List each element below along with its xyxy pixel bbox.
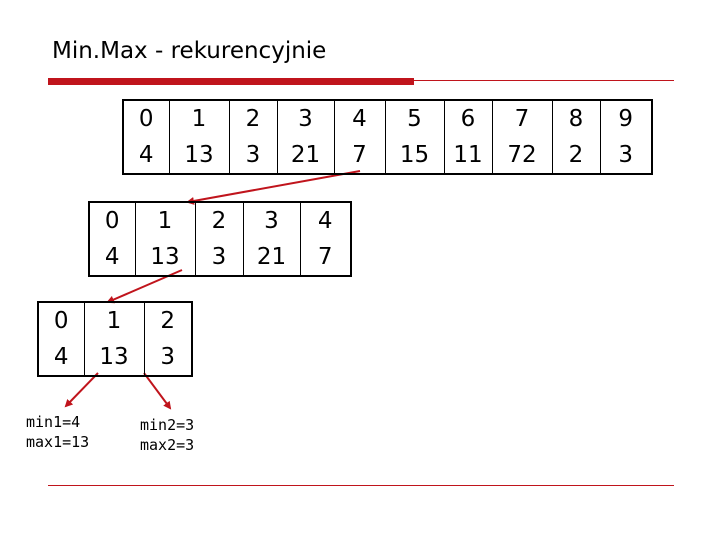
index-cell: 0 xyxy=(88,202,136,239)
value-cell: 3 xyxy=(228,137,278,174)
value-cell: 3 xyxy=(194,239,244,276)
result-min: min2=3 xyxy=(140,416,195,434)
array-left-quarter: 0 1 2 4 13 3 xyxy=(37,301,193,377)
value-cell: 72 xyxy=(491,137,553,174)
index-cell: 3 xyxy=(242,202,301,239)
index-cell: 4 xyxy=(299,202,352,239)
value-cell: 13 xyxy=(168,137,230,174)
value-cell: 21 xyxy=(242,239,301,276)
index-cell: 1 xyxy=(134,202,196,239)
array-value-row: 4 13 3 21 7 xyxy=(88,239,352,276)
result-max: max2=3 xyxy=(140,436,195,454)
index-cell: 1 xyxy=(168,100,230,137)
array-value-row: 4 13 3 xyxy=(37,339,193,376)
index-cell: 7 xyxy=(491,100,553,137)
array-value-row: 4 13 3 21 7 15 11 72 2 3 xyxy=(122,137,653,174)
array-left-half: 0 1 2 3 4 4 13 3 21 7 xyxy=(88,201,352,277)
index-cell: 2 xyxy=(228,100,278,137)
array-index-row: 0 1 2 xyxy=(37,302,193,339)
index-cell: 2 xyxy=(194,202,244,239)
footer-rule xyxy=(48,485,674,486)
arrow-quarter-to-result-2 xyxy=(143,372,172,410)
index-cell: 4 xyxy=(333,100,386,137)
result-right: min2=3 max2=3 xyxy=(140,415,194,455)
index-cell: 1 xyxy=(83,302,145,339)
value-cell: 3 xyxy=(599,137,653,174)
value-cell: 21 xyxy=(276,137,335,174)
array-index-row: 0 1 2 3 4 5 6 7 8 9 xyxy=(122,100,653,137)
index-cell: 3 xyxy=(276,100,335,137)
result-max: max1=13 xyxy=(26,433,90,451)
title-underline-thick xyxy=(48,78,414,85)
value-cell: 11 xyxy=(443,137,493,174)
value-cell: 4 xyxy=(88,239,136,276)
index-cell: 5 xyxy=(384,100,445,137)
page-title: Min.Max - rekurencyjnie xyxy=(52,38,327,64)
index-cell: 0 xyxy=(122,100,170,137)
value-cell: 13 xyxy=(83,339,145,376)
result-min: min1=4 xyxy=(26,413,81,431)
index-cell: 2 xyxy=(143,302,193,339)
value-cell: 3 xyxy=(143,339,193,376)
index-cell: 0 xyxy=(37,302,85,339)
value-cell: 2 xyxy=(551,137,601,174)
arrow-quarter-to-result-1 xyxy=(64,372,99,408)
index-cell: 8 xyxy=(551,100,601,137)
title-underline-thin xyxy=(414,80,674,81)
value-cell: 15 xyxy=(384,137,445,174)
value-cell: 7 xyxy=(299,239,352,276)
value-cell: 4 xyxy=(37,339,85,376)
array-index-row: 0 1 2 3 4 xyxy=(88,202,352,239)
arrow-full-to-left-half xyxy=(186,170,361,205)
value-cell: 7 xyxy=(333,137,386,174)
value-cell: 4 xyxy=(122,137,170,174)
index-cell: 6 xyxy=(443,100,493,137)
array-full: 0 1 2 3 4 5 6 7 8 9 4 13 3 21 7 15 11 72… xyxy=(122,99,653,175)
result-left: min1=4 max1=13 xyxy=(26,412,89,452)
value-cell: 13 xyxy=(134,239,196,276)
index-cell: 9 xyxy=(599,100,653,137)
